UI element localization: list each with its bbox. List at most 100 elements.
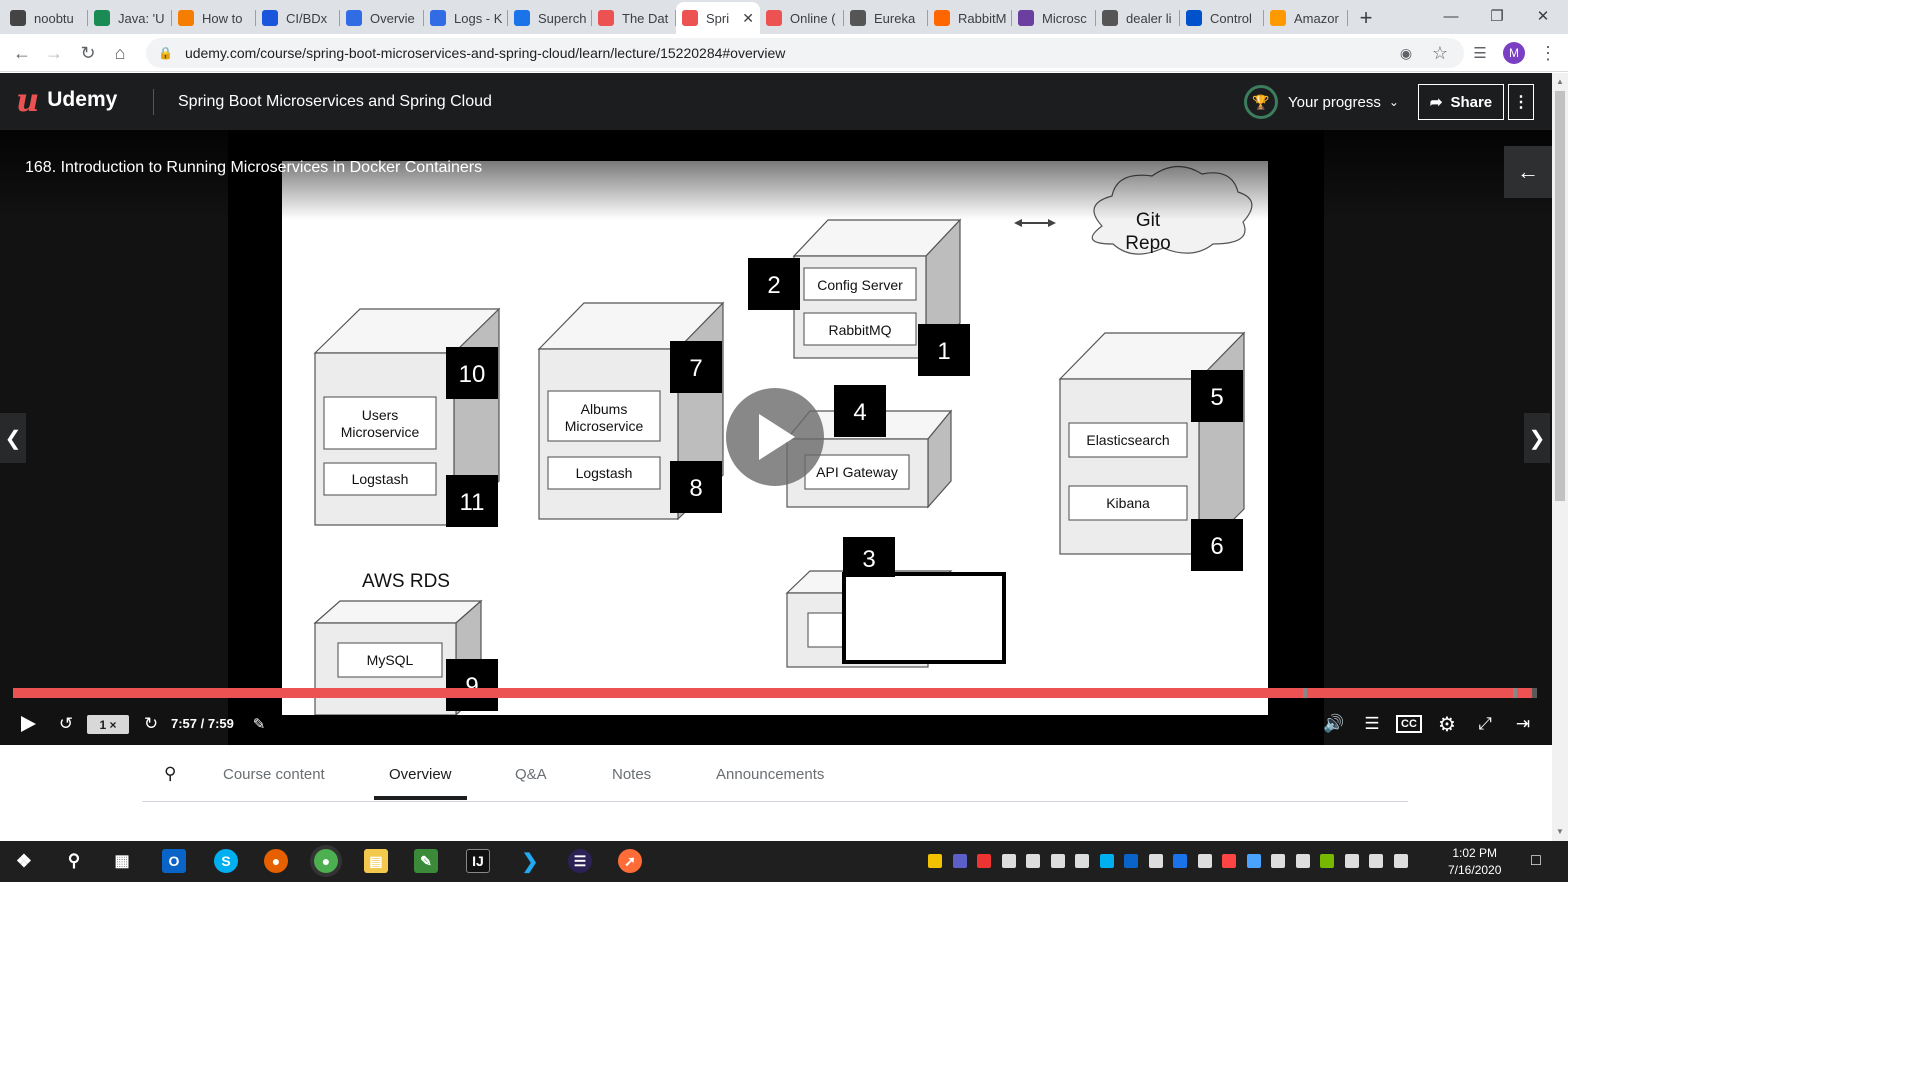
tray-icon[interactable] [1099, 854, 1114, 868]
notifications-icon[interactable]: □ [1531, 852, 1541, 869]
tab-notes[interactable]: Notes [612, 766, 652, 783]
seek-bar[interactable] [13, 688, 1537, 698]
outlook-icon[interactable]: O [162, 849, 186, 873]
browser-tab[interactable]: Amazor [1264, 2, 1348, 34]
tab-overview[interactable]: Overview [389, 766, 452, 783]
reload-icon[interactable]: ↻ [80, 42, 96, 63]
eye-slash-icon[interactable]: ◉ [1399, 44, 1413, 61]
browser-tab[interactable]: dealer li [1096, 2, 1180, 34]
tray-icon[interactable] [1173, 854, 1187, 868]
tray-icon[interactable] [1148, 854, 1163, 868]
tray-icon[interactable] [1222, 854, 1236, 868]
scroll-down-icon[interactable]: ▼ [1556, 827, 1564, 836]
media-icon[interactable]: ☰ [1473, 45, 1487, 62]
firefox-icon[interactable]: ● [264, 849, 288, 873]
profile-avatar[interactable]: M [1503, 42, 1525, 64]
play-icon[interactable] [16, 711, 40, 737]
intellij-icon[interactable]: IJ [466, 849, 490, 873]
tab-course-content[interactable]: Course content [223, 766, 325, 783]
tray-icon[interactable] [1320, 854, 1334, 868]
close-sidebar-arrow-icon[interactable]: ← [1504, 146, 1552, 198]
search-icon[interactable]: ⚲ [164, 764, 177, 783]
browser-tab[interactable]: How to [172, 2, 256, 34]
browser-tab[interactable]: CI/BDx [256, 2, 340, 34]
app-icon[interactable]: ✎ [414, 849, 438, 873]
browser-tab[interactable]: Overvie [340, 2, 424, 34]
tray-icon[interactable] [1246, 854, 1261, 868]
tray-icon[interactable] [1197, 854, 1212, 868]
tray-icon[interactable] [1075, 854, 1089, 868]
browser-tab[interactable]: Spri✕ [676, 2, 760, 34]
settings-gear-icon[interactable]: ⚙ [1438, 713, 1456, 736]
lock-icon[interactable]: 🔒 [158, 46, 173, 60]
scroll-up-icon[interactable]: ▲ [1556, 77, 1564, 86]
tray-icon[interactable] [1344, 854, 1359, 868]
video-player[interactable]: .face{fill:#ececec;stroke:#555;stroke-wi… [0, 130, 1552, 745]
browser-tab[interactable]: RabbitM [928, 2, 1012, 34]
tray-icon[interactable] [1050, 854, 1065, 868]
add-note-icon[interactable]: ✎ [252, 716, 266, 733]
chrome-icon[interactable]: ● [314, 849, 338, 873]
tray-icon[interactable] [1001, 854, 1016, 868]
postman-icon[interactable]: ➚ [618, 849, 642, 873]
minimize-button[interactable]: — [1443, 7, 1459, 25]
tray-icon[interactable] [952, 854, 967, 868]
restore-button[interactable]: ❐ [1490, 8, 1504, 25]
browser-tab[interactable]: Online ( [760, 2, 844, 34]
playback-speed-button[interactable]: 1 × [87, 715, 129, 734]
home-icon[interactable]: ⌂ [114, 42, 126, 63]
tab-qa[interactable]: Q&A [515, 766, 547, 783]
browser-tab[interactable]: Logs - K [424, 2, 508, 34]
kubernetes-icon [346, 10, 362, 26]
forward-icon[interactable]: → [45, 42, 63, 63]
new-tab-button[interactable]: + [1359, 5, 1373, 30]
progress-dropdown[interactable]: 🏆 Your progress ⌄ [1244, 85, 1399, 119]
tray-icon[interactable] [1295, 854, 1310, 868]
captions-icon[interactable]: CC [1396, 715, 1422, 733]
tab-announcements[interactable]: Announcements [716, 766, 825, 783]
udemy-logo[interactable]: u Udemy [16, 84, 117, 116]
tray-icon[interactable] [1271, 854, 1285, 868]
tray-icon[interactable] [1369, 854, 1383, 868]
rewind-icon[interactable]: ↺ [58, 714, 74, 733]
volume-icon[interactable]: 🔊 [1323, 714, 1345, 733]
more-options-button[interactable]: ⋮ [1508, 84, 1534, 120]
big-play-button[interactable] [726, 388, 824, 486]
close-tab-icon[interactable]: ✕ [742, 9, 754, 26]
forward-icon[interactable]: ↻ [143, 714, 159, 733]
browser-tab[interactable]: Microsc [1012, 2, 1096, 34]
task-view-icon[interactable]: ▦ [114, 853, 130, 870]
bookmark-star-icon[interactable]: ☆ [1431, 42, 1449, 63]
browser-tab[interactable]: Control [1180, 2, 1264, 34]
browser-tab[interactable]: Java: 'U [88, 2, 172, 34]
skype-icon[interactable]: S [214, 849, 238, 873]
windows-start-icon[interactable]: ❖ [15, 850, 33, 871]
address-bar[interactable]: 🔒 udemy.com/course/spring-boot-microserv… [146, 38, 1464, 68]
browser-tab[interactable]: Eureka [844, 2, 928, 34]
eclipse-icon[interactable]: ☰ [568, 849, 592, 873]
tray-icon[interactable] [1124, 854, 1138, 868]
browser-tab[interactable]: Superch [508, 2, 592, 34]
file-explorer-icon[interactable]: ▤ [364, 849, 388, 873]
previous-lecture-icon[interactable]: ❮ [0, 413, 26, 463]
tray-icon[interactable] [1026, 854, 1040, 868]
browser-tab[interactable]: noobtu [4, 2, 88, 34]
menu-kebab-icon[interactable]: ⋮ [1539, 42, 1557, 63]
theater-mode-icon[interactable]: ⇥ [1515, 714, 1531, 733]
tray-icon[interactable] [1393, 854, 1408, 868]
scrollbar-thumb[interactable] [1555, 91, 1565, 501]
vscode-icon[interactable]: ❯ [521, 850, 539, 873]
close-window-button[interactable]: ✕ [1536, 8, 1550, 25]
transcript-icon[interactable]: ☰ [1364, 714, 1380, 733]
page-scrollbar[interactable]: ▲ ▼ [1552, 73, 1568, 841]
tray-icon[interactable] [977, 854, 991, 868]
browser-tab[interactable]: The Dat [592, 2, 676, 34]
back-icon[interactable]: ← [13, 42, 31, 63]
share-button[interactable]: ➦ Share [1418, 84, 1504, 120]
search-icon[interactable]: ⚲ [67, 851, 81, 870]
next-lecture-icon[interactable]: ❯ [1524, 413, 1550, 463]
clock[interactable]: 1:02 PM 7/16/2020 [1448, 845, 1501, 879]
fullscreen-icon[interactable]: ⤢ [1478, 714, 1492, 733]
course-title[interactable]: Spring Boot Microservices and Spring Clo… [178, 93, 492, 110]
tray-icon[interactable] [928, 854, 942, 868]
